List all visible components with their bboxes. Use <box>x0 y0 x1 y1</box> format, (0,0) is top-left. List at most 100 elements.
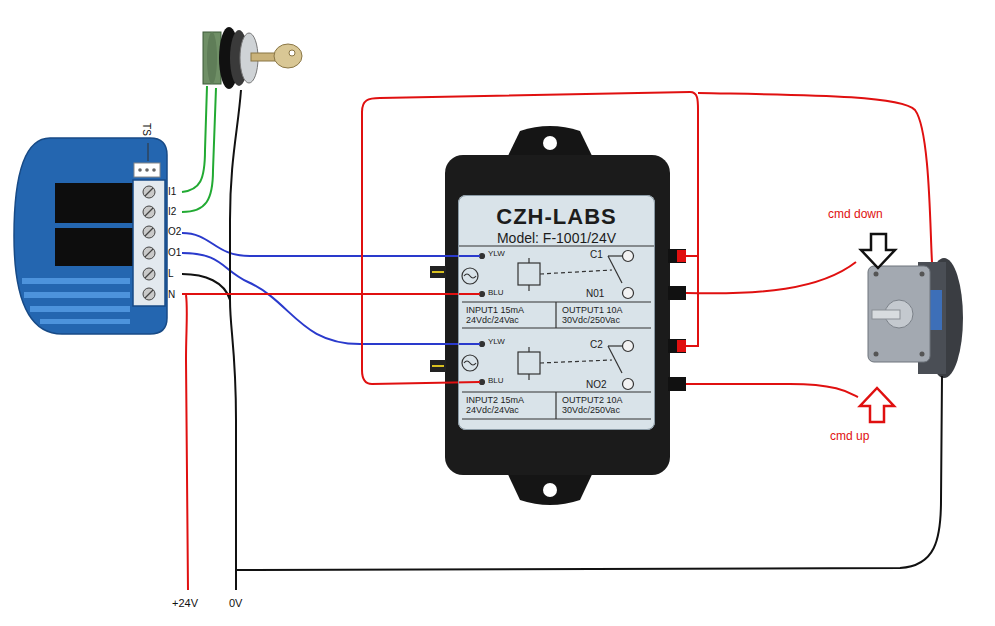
relay-housing <box>445 155 670 475</box>
input-rating: INPUT1 15mA 24Vdc/24Vac <box>466 305 538 325</box>
terminal-block <box>145 208 153 216</box>
relay-housing <box>430 266 446 278</box>
black-wires <box>230 90 241 590</box>
terminal-label: I2 <box>168 206 176 217</box>
supply-label: 0V <box>229 597 242 609</box>
direction-arrows <box>861 234 895 268</box>
terminal-block <box>133 180 165 306</box>
controller-module <box>22 278 130 284</box>
relay-schematic <box>528 285 529 291</box>
relay-housing <box>543 483 557 497</box>
terminal-block <box>145 249 153 257</box>
terminal-label: O2 <box>168 226 181 237</box>
relay-schematic <box>540 270 612 274</box>
controller-module <box>55 183 135 223</box>
controller-module <box>30 306 130 312</box>
ts-connector <box>145 168 149 172</box>
relay-schematic <box>462 355 478 371</box>
terminal-label: I1 <box>168 186 176 197</box>
key-switch <box>274 44 302 68</box>
relay-schematic <box>608 256 622 283</box>
terminal-block <box>143 186 155 198</box>
output-rating: OUTPUT1 10A 30Vdc/250Vac <box>562 305 634 325</box>
red-wires <box>186 295 188 590</box>
input-rating: INPUT2 15mA 24Vdc/24Vac <box>466 395 538 415</box>
green-wires <box>182 86 207 192</box>
key-switch <box>289 50 295 56</box>
terminal-block <box>143 268 155 280</box>
terminal-label: L <box>168 268 174 279</box>
relay-tabs <box>668 249 686 263</box>
pin-label: YLW <box>488 250 505 259</box>
contact-label: C1 <box>590 249 603 260</box>
blue-wires <box>182 233 480 344</box>
relay-schematic <box>518 263 540 285</box>
ts-connector <box>152 168 156 172</box>
relay-schematic <box>623 341 634 352</box>
motor <box>868 266 930 362</box>
relay-schematic <box>608 255 622 256</box>
terminal-block <box>145 270 153 278</box>
relay-schematic <box>480 254 485 259</box>
black-wires <box>182 90 942 590</box>
terminal-label: N <box>168 289 175 300</box>
controller-module <box>14 138 167 334</box>
relay-schematic <box>480 380 485 385</box>
red-wires <box>698 93 932 262</box>
contact-label: N01 <box>586 288 604 299</box>
key-switch <box>203 27 302 89</box>
direction-arrows <box>860 234 895 422</box>
command-label: cmd down <box>828 208 883 221</box>
terminal-block <box>143 247 155 259</box>
relay-schematic <box>555 392 556 419</box>
contact-label: C2 <box>590 339 603 350</box>
terminal-label: O1 <box>168 247 181 258</box>
pin-label: YLW <box>488 338 505 347</box>
relay-schematic <box>608 345 622 346</box>
ts-connector <box>134 143 160 177</box>
black-wires <box>236 376 942 570</box>
controller-module <box>55 228 135 266</box>
relay-schematic <box>464 361 476 365</box>
terminal-block <box>143 206 155 218</box>
relay-schematic <box>555 302 556 328</box>
key-switch <box>251 53 275 61</box>
relay-schematic <box>464 274 476 278</box>
controller-module <box>14 138 167 334</box>
relay-schematic <box>608 346 622 373</box>
pin-label: BLU <box>488 289 504 298</box>
terminal-block <box>145 188 153 298</box>
relay-tabs <box>677 340 686 352</box>
supply-label: +24V <box>172 597 198 609</box>
relay-schematic <box>623 288 634 299</box>
motor <box>874 352 879 357</box>
black-wires <box>182 274 230 300</box>
relay-housing <box>432 365 444 367</box>
relay-schematic <box>528 258 529 263</box>
relay-housing <box>430 360 446 372</box>
terminal-block <box>143 288 155 300</box>
relay-housing <box>430 126 670 505</box>
motor <box>868 258 963 378</box>
controller-module <box>24 292 130 298</box>
direction-arrows <box>860 388 894 422</box>
motor <box>920 352 925 357</box>
relay-schematic <box>623 251 634 262</box>
terminal-block <box>145 290 153 298</box>
red-wires <box>182 92 932 590</box>
terminal-block <box>145 188 153 196</box>
ts-connector <box>148 143 149 161</box>
relay-schematic <box>540 360 612 363</box>
output-rating: OUTPUT2 10A 30Vdc/250Vac <box>562 395 634 415</box>
relay-housing <box>458 195 655 430</box>
command-label: cmd up <box>830 430 869 443</box>
relay-tabs <box>668 286 686 300</box>
relay-housing <box>432 271 444 273</box>
connector-name: TS <box>141 123 152 136</box>
motor <box>920 272 925 277</box>
ts-connector <box>138 168 142 172</box>
relay-tabs <box>668 377 686 391</box>
ts-connector <box>134 163 160 177</box>
green-wires <box>182 86 216 212</box>
